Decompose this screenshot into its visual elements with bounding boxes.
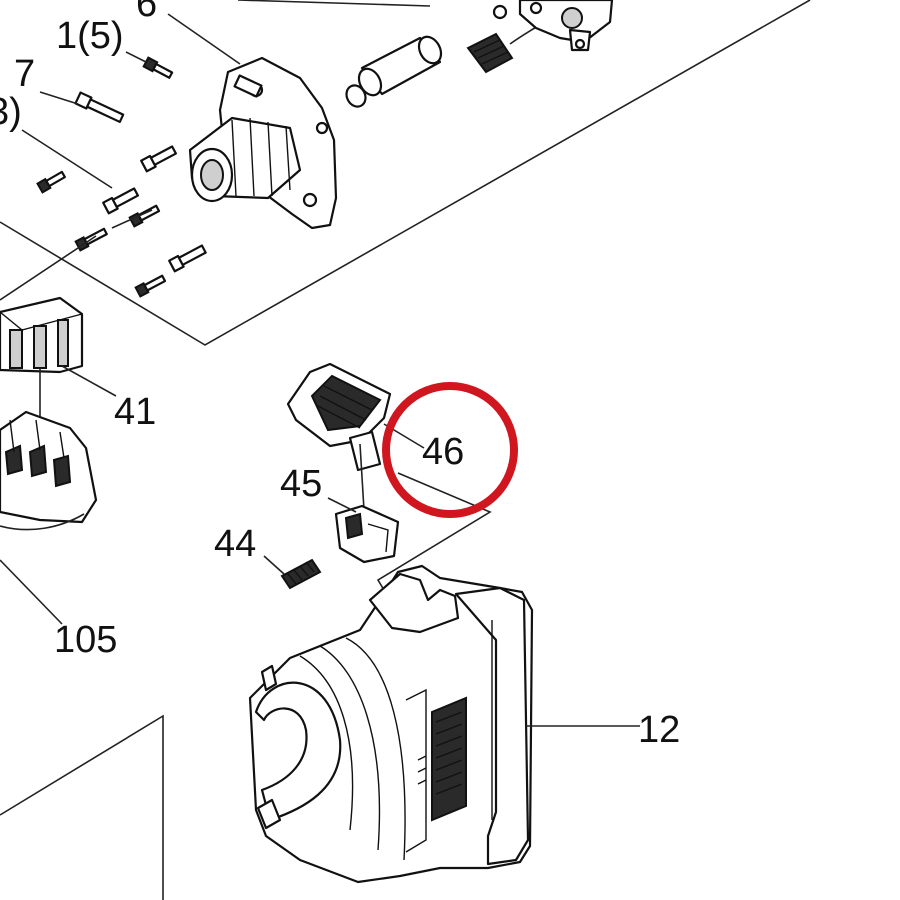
screw <box>102 187 139 215</box>
callout-3: 3) <box>0 91 22 133</box>
callout-12: 12 <box>638 709 680 751</box>
leader-lines-upper <box>21 13 241 189</box>
spring-part-44 <box>263 555 322 590</box>
callout-7: 7 <box>14 53 35 95</box>
screw-set-upper <box>0 56 207 301</box>
callout-labels: 1(5) 6 7 3) 41 46 45 44 105 12 <box>0 0 680 751</box>
screw <box>36 170 66 194</box>
shaft-coupling-part <box>345 35 443 108</box>
callout-105: 105 <box>54 619 117 661</box>
screw <box>142 56 174 79</box>
terminal-block-part-105 <box>0 410 98 625</box>
screw <box>74 91 125 124</box>
callout-6: 6 <box>136 0 157 25</box>
callout-45: 45 <box>280 463 322 505</box>
screw <box>140 145 177 173</box>
screw <box>134 274 167 298</box>
switch-actuator-part-45 <box>327 497 400 564</box>
callout-1-5: 1(5) <box>56 15 124 57</box>
callout-41: 41 <box>114 391 156 433</box>
switch-cover-part-46 <box>286 362 425 511</box>
screw <box>128 204 161 228</box>
motor-flange-part <box>188 56 338 230</box>
callout-44: 44 <box>214 523 256 565</box>
callout-46: 46 <box>422 431 464 473</box>
assembly-outline-upper <box>0 0 811 346</box>
connector-plug-part <box>466 17 549 74</box>
highlight-circle <box>382 382 518 518</box>
main-housing-part-12 <box>248 564 640 884</box>
assembly-outline-lower <box>0 714 164 900</box>
bracket-part-41 <box>0 296 117 420</box>
gear-mechanism-part <box>492 0 614 52</box>
screw <box>168 244 207 273</box>
